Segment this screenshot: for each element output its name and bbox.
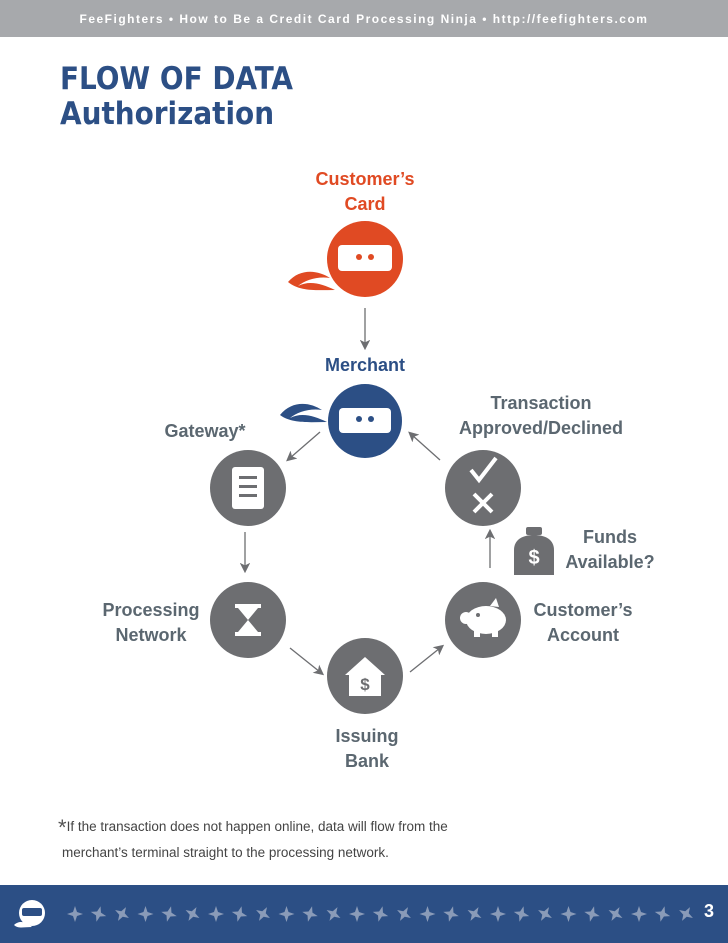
- ninja-mask-icon: [339, 408, 391, 433]
- shuriken-row: [67, 906, 693, 922]
- issuing-bank-label-line2: Bank: [344, 751, 389, 771]
- customer-card-node: [288, 221, 403, 297]
- transaction-label: Transaction Approved/Declined: [446, 391, 636, 441]
- shuriken-icon: [419, 906, 436, 922]
- shuriken-icon: [208, 906, 224, 922]
- footer-bar: 3: [0, 885, 728, 943]
- processing-label-line1: Processing: [102, 600, 200, 620]
- shuriken-icon: [302, 906, 318, 922]
- shuriken-icon: [231, 906, 248, 922]
- page-title: FLOW OF DATA Authorization: [60, 62, 293, 132]
- shuriken-icon: [90, 906, 107, 922]
- shuriken-icon: [608, 907, 623, 921]
- gateway-node: [210, 450, 286, 526]
- shuriken-icon: [185, 907, 200, 921]
- header-text: FeeFighters • How to Be a Credit Card Pr…: [79, 11, 649, 26]
- svg-text:$: $: [360, 675, 370, 694]
- gateway-label: Gateway*: [164, 421, 246, 441]
- customer-card-label-line2: Card: [344, 194, 386, 214]
- shuriken-icon: [278, 906, 295, 922]
- check-icon: [469, 456, 498, 484]
- shuriken-icon: [679, 907, 693, 921]
- shuriken-icon: [326, 907, 341, 921]
- customer-account-node: [445, 582, 521, 658]
- ninja-logo-icon: [14, 900, 45, 928]
- footnote-line-1: If the transaction does not happen onlin…: [66, 819, 448, 834]
- arrow-merchant-gateway: [286, 431, 321, 462]
- shuriken-icon: [349, 906, 365, 922]
- issuing-bank-node: $: [327, 638, 403, 714]
- shuriken-icon: [397, 907, 411, 921]
- customer-account-label-line2: Account: [547, 625, 619, 645]
- shuriken-icon: [513, 906, 530, 922]
- transaction-label-line2: Approved/Declined: [458, 418, 624, 438]
- footnote: *If the transaction does not happen onli…: [58, 814, 448, 865]
- shuriken-icon: [654, 906, 671, 922]
- x-icon: [472, 492, 494, 514]
- document-icon: [232, 467, 264, 509]
- issuing-bank-label-line1: Issuing: [335, 726, 399, 746]
- ninja-mask-icon: [338, 245, 392, 271]
- transaction-label-line1: Transaction: [490, 393, 592, 413]
- transaction-node: [445, 450, 521, 526]
- shuriken-icon: [67, 906, 83, 922]
- processing-node: [210, 582, 286, 658]
- shuriken-icon: [490, 906, 506, 922]
- svg-text:$: $: [528, 547, 539, 569]
- arrow-bank-account: [409, 644, 445, 673]
- footnote-line-2: merchant’s terminal straight to the proc…: [62, 845, 389, 860]
- money-bag-icon: $: [514, 527, 554, 575]
- footnote-asterisk: *: [58, 815, 67, 840]
- shuriken-icon: [256, 907, 270, 921]
- title-line-2: Authorization: [60, 96, 275, 132]
- arrow-processing-bank: [289, 647, 325, 676]
- title-line-1: FLOW OF DATA: [60, 61, 293, 97]
- shuriken-icon: [560, 906, 577, 922]
- piggy-bank-icon: [460, 598, 506, 637]
- shuriken-icon: [372, 906, 389, 922]
- shuriken-icon: [161, 906, 177, 922]
- merchant-label: Merchant: [324, 355, 405, 375]
- shuriken-icon: [443, 906, 459, 922]
- customer-card-label: Customer’s Card: [300, 167, 430, 217]
- issuing-bank-label: Issuing Bank: [312, 724, 422, 774]
- merchant-node: [280, 384, 402, 458]
- processing-label-line2: Network: [115, 625, 187, 645]
- shuriken-icon: [631, 906, 647, 922]
- funds-label-line2: Available?: [565, 552, 655, 572]
- shuriken-icon: [467, 907, 482, 921]
- header-bar: FeeFighters • How to Be a Credit Card Pr…: [0, 0, 728, 37]
- bank-house-icon: $: [345, 657, 385, 696]
- customer-account-label: Customer’s Account: [523, 598, 643, 648]
- shuriken-icon: [538, 907, 552, 921]
- processing-label: Processing Network: [92, 598, 210, 648]
- shuriken-icon: [137, 906, 154, 922]
- customer-card-label-line1: Customer’s: [315, 169, 415, 189]
- shuriken-icon: [115, 907, 129, 921]
- hourglass-icon: [235, 604, 261, 636]
- customer-account-label-line1: Customer’s: [533, 600, 633, 620]
- funds-label: Funds Available?: [560, 525, 660, 575]
- footer-decoration: [14, 900, 693, 928]
- funds-label-line1: Funds: [583, 527, 637, 547]
- shuriken-icon: [584, 906, 600, 922]
- page-number: 3: [703, 901, 714, 921]
- arrow-merchant-transaction: [408, 431, 441, 461]
